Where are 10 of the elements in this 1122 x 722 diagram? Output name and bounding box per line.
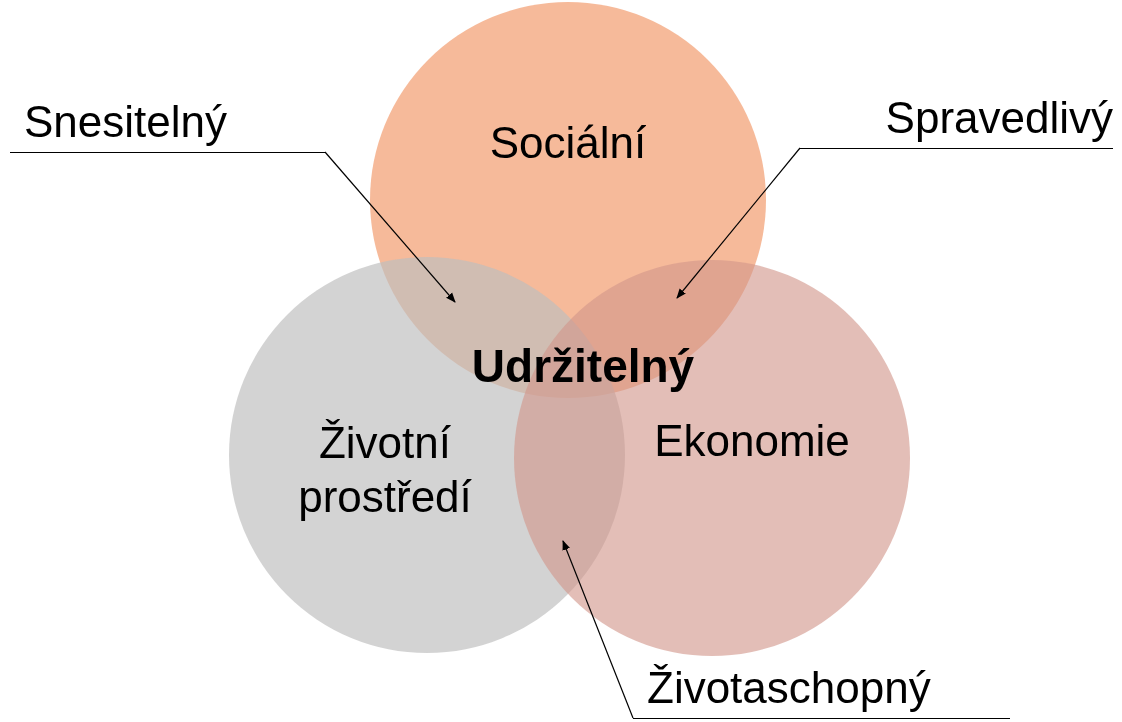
callout-label: Spravedlivý <box>800 88 1113 149</box>
leader-line <box>562 540 634 719</box>
leader-line <box>676 147 801 299</box>
center-label: Udržitelný <box>470 339 696 394</box>
leader-line <box>324 151 456 303</box>
callout-label: Životaschopný <box>633 658 1010 719</box>
callout-label: Snesitelný <box>10 92 325 153</box>
circle-label: Životní prostředí <box>297 417 473 523</box>
circle-label: Ekonomie <box>653 415 851 467</box>
circle-label: Sociální <box>488 117 648 169</box>
